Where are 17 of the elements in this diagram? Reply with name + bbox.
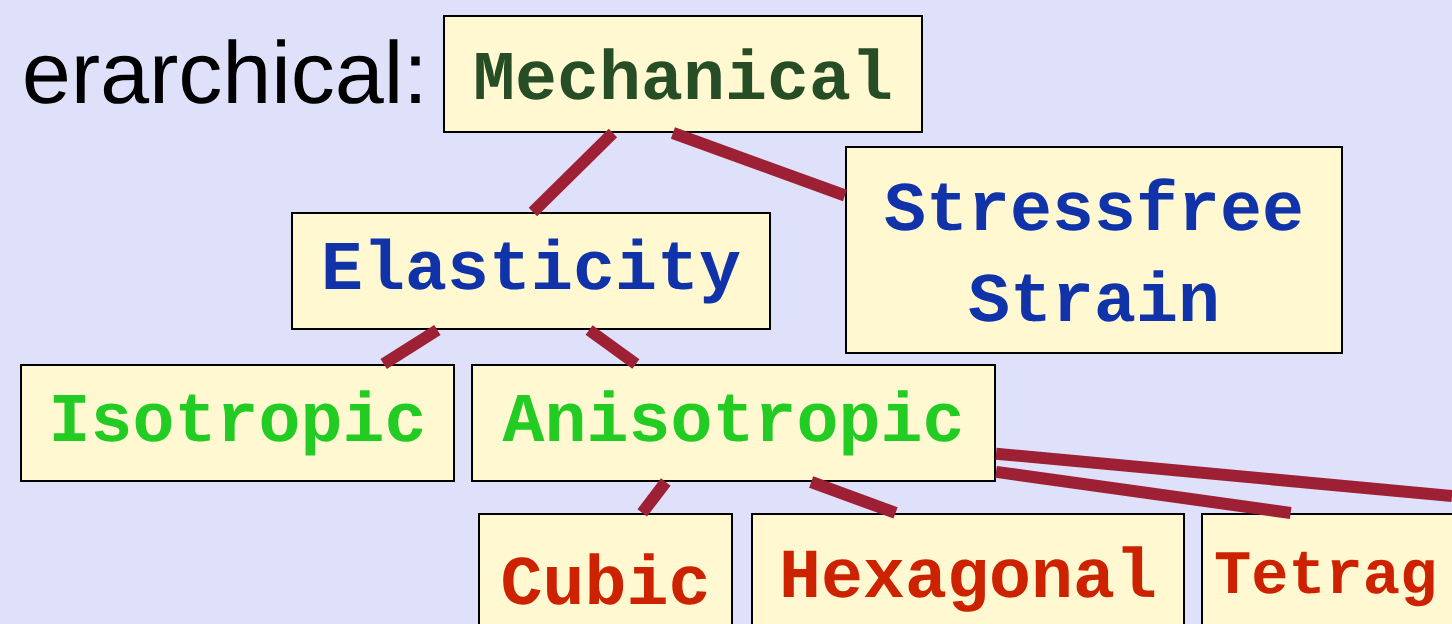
category-box: Elasticity <box>291 212 771 330</box>
category-box: Mechanical <box>443 15 923 133</box>
category-box: Anisotropic <box>471 364 996 482</box>
category-box: Hexagonal <box>751 513 1185 624</box>
category-box: Stressfree Strain <box>845 146 1343 354</box>
connector-line <box>585 325 640 369</box>
connector-line <box>380 324 441 370</box>
connector-line <box>995 447 1452 502</box>
category-box: Tetrag <box>1201 513 1452 624</box>
category-box: Isotropic <box>20 364 455 482</box>
heading-text: erarchical: <box>25 39 420 104</box>
connector-line <box>637 478 671 517</box>
connector-line <box>809 476 898 519</box>
connector-line <box>995 465 1292 519</box>
category-box: Cubic <box>478 513 733 624</box>
connector-line <box>670 127 848 202</box>
connector-line <box>528 128 618 217</box>
